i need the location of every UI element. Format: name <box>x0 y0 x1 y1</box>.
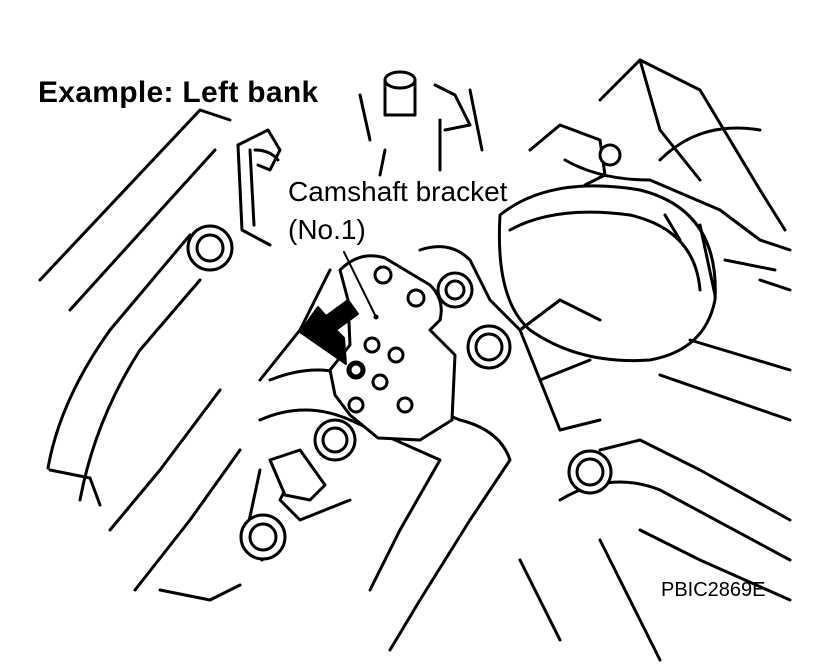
camshaft-bracket-no1 <box>328 254 457 442</box>
cylinder-head-outline <box>38 108 242 602</box>
callout-camshaft-bracket: Camshaft bracket <box>288 176 508 207</box>
callout-bracket-number: (No.1) <box>288 214 366 245</box>
mounting-bracket <box>236 128 282 247</box>
upper-right-structure <box>528 58 792 422</box>
locating-tab <box>268 448 327 502</box>
callout-leader-line <box>343 251 377 318</box>
filler-cap <box>497 184 717 363</box>
lower-right-housing <box>518 438 792 662</box>
head-bolts <box>186 224 613 561</box>
pointer-arrow <box>299 299 359 365</box>
figure-heading: Example: Left bank <box>38 76 319 109</box>
top-stud-bolts <box>358 70 484 177</box>
marked-bolt-hole <box>346 360 366 380</box>
figure-id: PBIC2869E <box>661 579 766 601</box>
